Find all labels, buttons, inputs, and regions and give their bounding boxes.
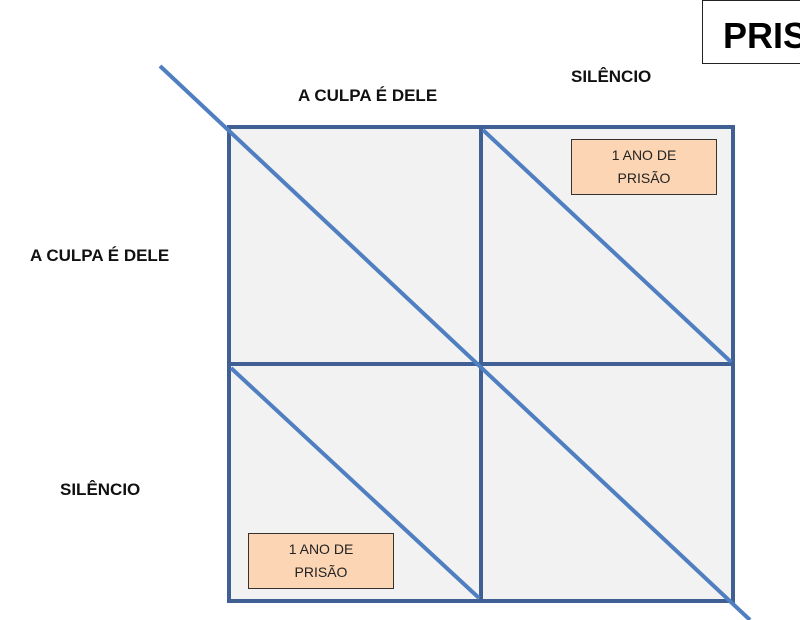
cell-top-left <box>227 125 483 366</box>
payoff-box-bottom-left: 1 ANO DE PRISÃO <box>248 533 394 589</box>
cell-bottom-right <box>479 362 735 603</box>
payoff-line-2: PRISÃO <box>294 564 348 580</box>
diagonal-bottom-left <box>229 366 481 600</box>
payoff-line-1: 1 ANO DE <box>611 147 677 163</box>
column-header-right: SILÊNCIO <box>571 67 652 86</box>
diagonal-top-right <box>481 128 733 364</box>
row-header-bottom: SILÊNCIO <box>60 480 141 499</box>
main-diagonal-line <box>158 64 752 620</box>
row-header-top: A CULPA É DELE <box>30 246 170 265</box>
title-box: PRIS <box>702 0 800 64</box>
payoff-line-1: 1 ANO DE <box>288 541 354 557</box>
column-header-left: A CULPA É DELE <box>298 86 438 105</box>
title-text: PRIS <box>723 15 800 56</box>
payoff-box-top-right: 1 ANO DE PRISÃO <box>571 139 717 195</box>
payoff-line-2: PRISÃO <box>617 170 671 186</box>
